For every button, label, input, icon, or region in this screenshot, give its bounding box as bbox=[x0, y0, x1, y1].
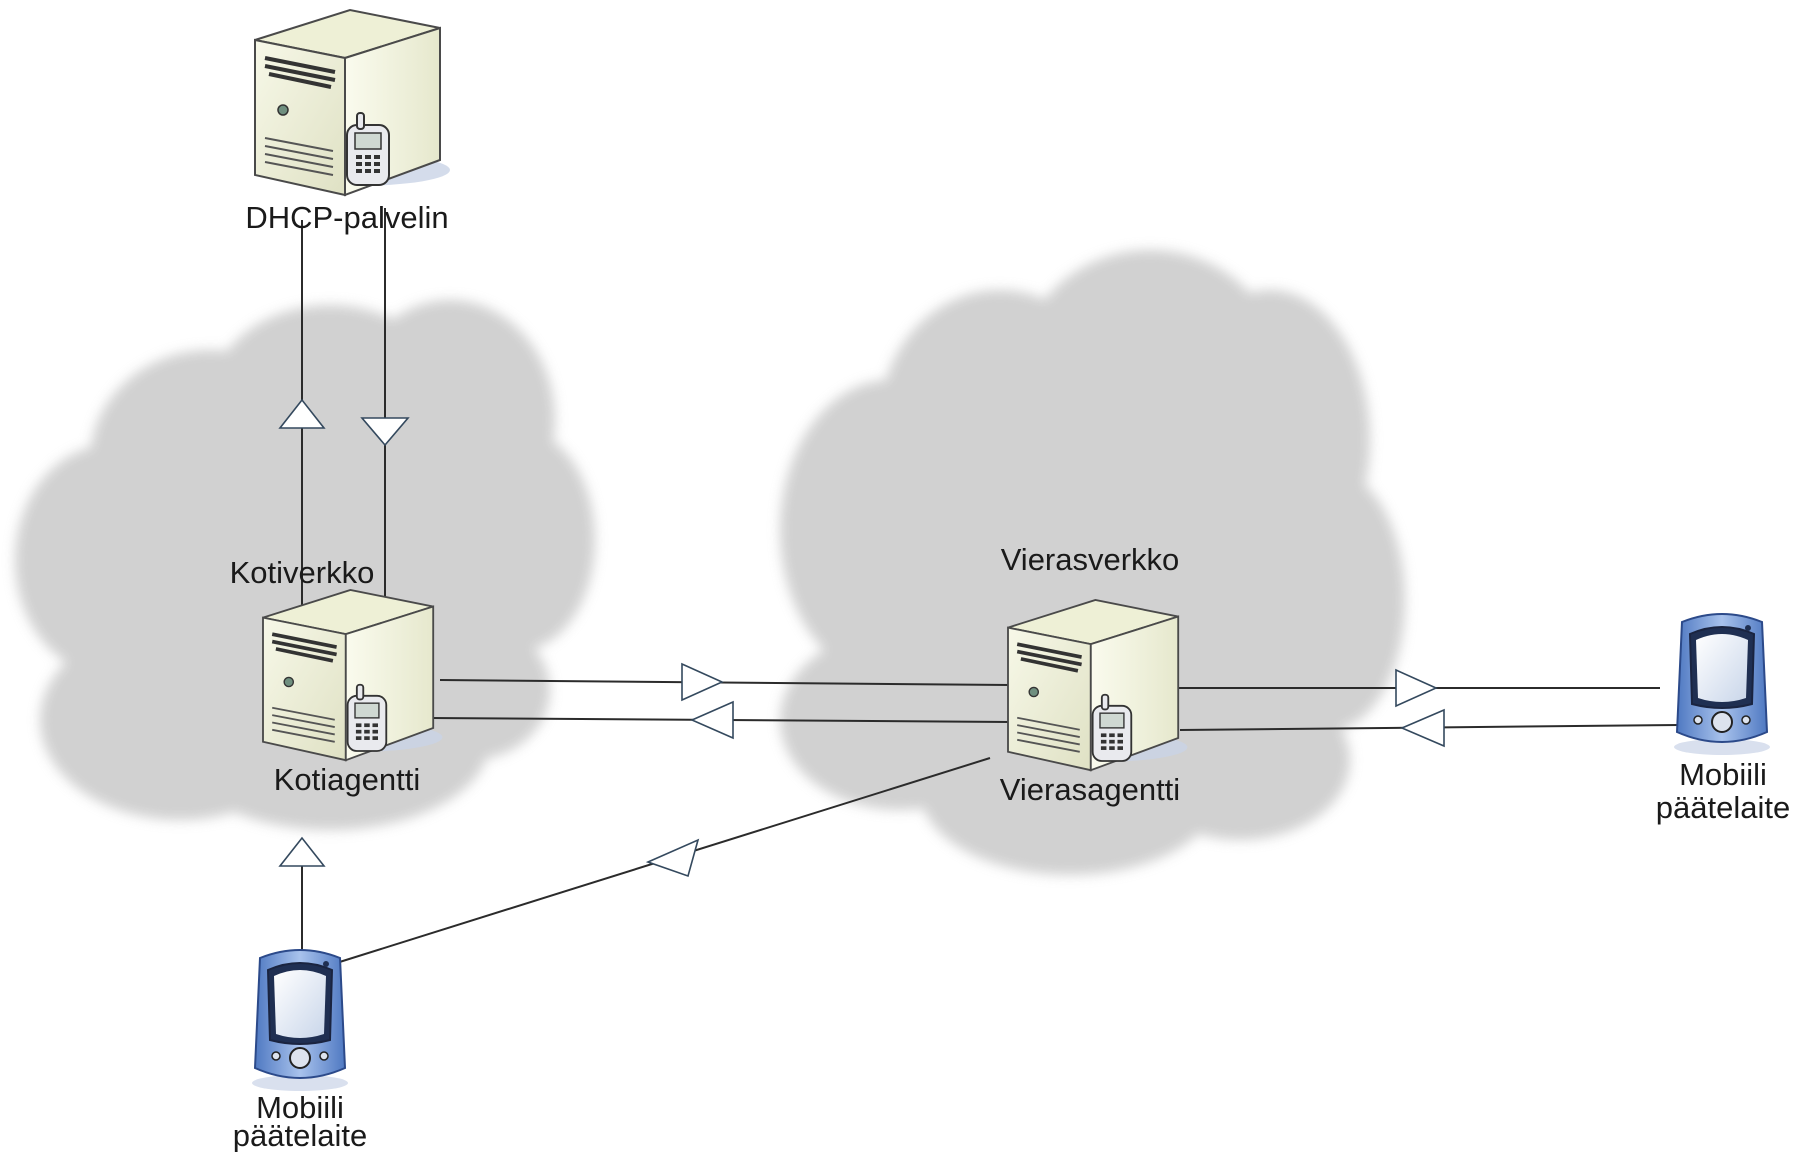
server-with-phone-icon bbox=[253, 8, 452, 197]
foreign-agent-label: Vierasagentti bbox=[1000, 772, 1180, 807]
dhcp-server-node[interactable] bbox=[253, 8, 452, 197]
dhcp-server-label: DHCP-palvelin bbox=[245, 200, 448, 235]
arrow-toward-foreign-agent bbox=[645, 838, 700, 878]
mobile-terminal-right-node[interactable] bbox=[1673, 613, 1771, 756]
server-with-phone-icon bbox=[261, 588, 445, 763]
foreign-network-label: Vierasverkko bbox=[1001, 542, 1180, 577]
arrow-down-to-home-agent bbox=[360, 417, 410, 447]
server-with-phone-icon bbox=[1006, 598, 1190, 773]
foreign-network-cloud bbox=[780, 250, 1405, 875]
foreign-agent-node[interactable] bbox=[1006, 598, 1190, 773]
mobile-right-label-line1: Mobiili bbox=[1679, 757, 1767, 792]
mobile-terminal-left-node[interactable] bbox=[251, 949, 349, 1092]
home-agent-label: Kotiagentti bbox=[274, 762, 421, 797]
home-agent-node[interactable] bbox=[261, 588, 445, 763]
arrow-right-to-foreign-agent bbox=[681, 662, 724, 702]
mobile-right-label-line2: päätelaite bbox=[1656, 790, 1790, 825]
mobile-left-label-line1: Mobiili bbox=[256, 1090, 344, 1125]
arrow-up-to-home-agent bbox=[278, 836, 326, 867]
home-network-label: Kotiverkko bbox=[230, 555, 375, 590]
pda-icon bbox=[1673, 613, 1771, 756]
line-home-to-foreign-agent bbox=[439, 679, 1011, 686]
arrow-right-to-mobile-right bbox=[1395, 668, 1438, 708]
arrow-left-to-foreign-agent bbox=[1399, 708, 1445, 748]
arrow-left-to-home-agent bbox=[690, 700, 734, 740]
pda-icon bbox=[251, 949, 349, 1092]
arrowheads bbox=[278, 398, 1445, 878]
mobile-left-label-line2: päätelaite bbox=[233, 1118, 367, 1152]
arrow-up-to-dhcp bbox=[278, 398, 326, 429]
